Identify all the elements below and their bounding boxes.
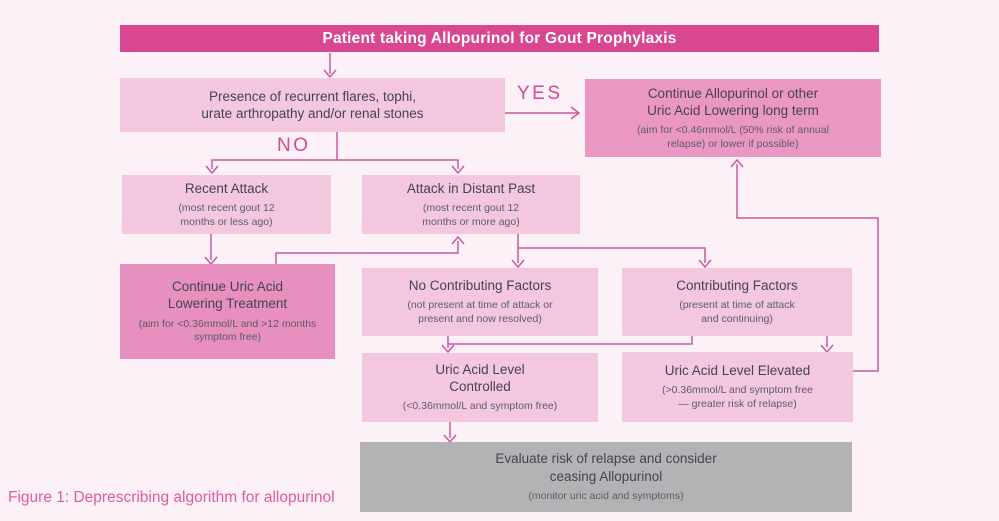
- node-title: Attack in Distant Past: [406, 180, 536, 196]
- figure-caption: Figure 1: Deprescribing algorithm for al…: [8, 489, 335, 506]
- node-title: Contributing Factors: [676, 278, 798, 294]
- node-title: Evaluate risk of relapse and consider ce…: [495, 451, 717, 484]
- node-subtitle: (present at time of attack and continuin…: [679, 299, 795, 326]
- node-attack-distant-past: Attack in Distant Past (most recent gout…: [362, 175, 580, 234]
- node-subtitle: (not present at time of attack or presen…: [407, 299, 553, 326]
- no-branch-label: NO: [277, 135, 311, 156]
- node-recent-attack: Recent Attack (most recent gout 12 month…: [122, 175, 331, 234]
- yes-branch-label: YES: [517, 83, 563, 104]
- node-subtitle: (monitor uric acid and symptoms): [528, 489, 684, 502]
- node-presence: Presence of recurrent flares, tophi, ura…: [120, 78, 505, 132]
- node-subtitle: (<0.36mmol/L and symptom free): [402, 400, 558, 413]
- node-no-contributing-factors: No Contributing Factors (not present at …: [362, 268, 598, 336]
- node-title: No Contributing Factors: [408, 278, 552, 294]
- node-subtitle: (most recent gout 12 months or more ago): [422, 201, 520, 228]
- flowchart-title: Patient taking Allopurinol for Gout Prop…: [322, 29, 677, 47]
- node-subtitle: (most recent gout 12 months or less ago): [178, 201, 275, 228]
- node-title: Uric Acid Level Elevated: [664, 363, 811, 379]
- node-uric-acid-elevated: Uric Acid Level Elevated (>0.36mmol/L an…: [622, 352, 853, 422]
- node-title: Presence of recurrent flares, tophi, ura…: [201, 88, 424, 121]
- node-continue-allopurinol: Continue Allopurinol or other Uric Acid …: [585, 79, 881, 157]
- flowchart-title-bar: Patient taking Allopurinol for Gout Prop…: [120, 25, 879, 52]
- node-title: Uric Acid Level Controlled: [435, 361, 525, 395]
- node-subtitle: (aim for <0.46mmol/L (50% risk of annual…: [637, 124, 829, 150]
- node-subtitle: (aim for <0.36mmol/L and >12 months symp…: [138, 317, 317, 344]
- node-continue-uric-acid: Continue Uric Acid Lowering Treatment (a…: [120, 264, 335, 359]
- node-title: Continue Uric Acid Lowering Treatment: [167, 279, 288, 312]
- node-uric-acid-controlled: Uric Acid Level Controlled (<0.36mmol/L …: [362, 353, 598, 422]
- node-subtitle: (>0.36mmol/L and symptom free — greater …: [661, 384, 814, 411]
- node-title: Recent Attack: [184, 180, 269, 196]
- node-title: Continue Allopurinol or other Uric Acid …: [647, 85, 819, 118]
- node-evaluate-ceasing: Evaluate risk of relapse and consider ce…: [360, 442, 852, 512]
- node-contributing-factors: Contributing Factors (present at time of…: [622, 268, 852, 336]
